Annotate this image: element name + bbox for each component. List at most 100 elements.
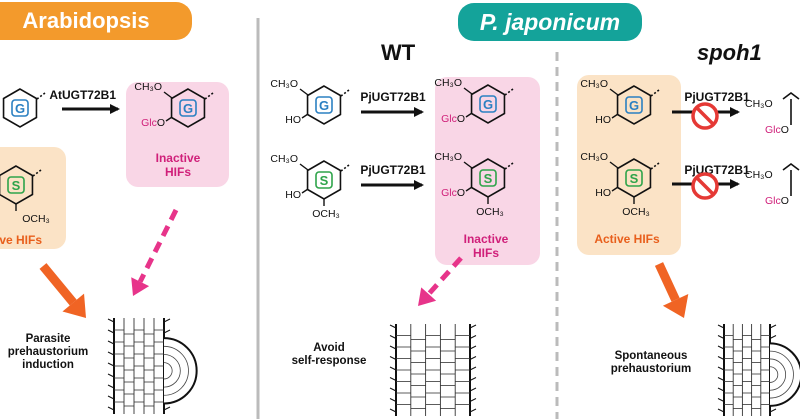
at-active-label: ive HIFs — [0, 233, 42, 247]
spoh1-s-substrate-bond-ho — [611, 186, 619, 192]
spoh1-s-substrate-och3: OCH₃ — [622, 206, 650, 218]
at-s-substrate-side-chain — [32, 169, 42, 177]
wt-root-drawing-hair-right-0 — [469, 324, 477, 329]
at-g-product-ring-letter: G — [183, 101, 193, 116]
spoh1-activation-arrow-head — [662, 293, 689, 318]
spoh1-root-drawing-hair-left-4 — [717, 366, 725, 371]
wt-root-drawing-hair-left-1 — [389, 335, 397, 339]
wt-g-product-ch3o: CH₃O — [434, 77, 462, 89]
at-g-substrate-ring — [2, 88, 38, 128]
wt-root-drawing-hair-left-3 — [389, 356, 397, 360]
spoh1-s-substrate-ho: HO — [595, 187, 611, 199]
wt-s-substrate-side-chain — [340, 164, 350, 172]
wt-inactive-arrow-shaft — [426, 256, 463, 296]
parasite-root-drawing-hair-left-5 — [107, 373, 115, 378]
spoh1-s-substrate-ring-core — [625, 169, 643, 187]
avoid-self-response-label: Avoid self-response — [291, 342, 367, 368]
wt-inactive-arrow-head — [418, 287, 437, 306]
spoh1-active-label: Active HIFs — [594, 232, 660, 246]
parasite-induction-label: Parasite prehaustorium induction — [7, 333, 89, 372]
at-g-product-glco: GlcO — [141, 117, 165, 129]
spoh1-g-product-glco: GlcO — [765, 124, 789, 136]
spoh1-root-drawing — [717, 324, 800, 416]
parasite-root-drawing-hair-left-6 — [107, 384, 115, 389]
spoh1-s-substrate-ring-letter: S — [630, 171, 639, 186]
arabidopsis-inactive-arrow-head — [131, 277, 150, 296]
spoh1-g-substrate-side-chain — [650, 89, 660, 97]
spoh1-heading: spoh1 — [697, 40, 762, 65]
wt-root-drawing-hair-left-7 — [389, 398, 397, 402]
spoh1-g-substrate-bond-ho — [611, 113, 619, 119]
wt-s-substrate-bond-ch3o — [299, 163, 309, 171]
parasite-root-drawing-bulge-cell-3 — [163, 345, 189, 396]
wt-g-product-bond-ch3o — [463, 87, 473, 95]
spoh1-root-drawing-hair-left-3 — [717, 356, 725, 360]
wt-root-drawing-hair-right-6 — [469, 387, 477, 392]
prohibition-sign-1-slash — [695, 106, 715, 126]
spoh1-root-drawing-hair-right-8 — [769, 408, 777, 413]
at-g-product-bond-ch3o — [163, 91, 173, 99]
wt-g-substrate-ch3o: CH₃O — [270, 78, 298, 90]
wt-s-product-glco: GlcO — [441, 187, 465, 199]
at-g-substrate-ring-core — [11, 99, 29, 117]
spoh1-s-product-ch3o: CH₃O — [745, 169, 773, 181]
wt-s-product-ring-letter: S — [484, 171, 493, 186]
at-s-substrate-ring-core — [7, 176, 25, 194]
wt-s-product-ring-core — [479, 169, 497, 187]
parasite-root-drawing-hair-right-8 — [163, 406, 171, 411]
spoh1-root-drawing-bulge-cell-3 — [769, 350, 794, 399]
spoh1-s-substrate-side-chain — [650, 162, 660, 170]
parasite-root-drawing-hair-left-7 — [107, 395, 115, 400]
spontaneous-prehaustorium-label: Spontaneous prehaustorium — [610, 350, 692, 376]
arabidopsis-header-pill: Arabidopsis — [0, 2, 192, 40]
spoh1-g-substrate-ring-letter: G — [629, 98, 639, 113]
spoh1-root-drawing-hair-left-8 — [717, 408, 725, 413]
at-inactive-label-1: Inactive — [156, 151, 201, 165]
wt-root-drawing-hair-left-8 — [389, 408, 397, 413]
parasite-root-drawing-hair-right-1 — [163, 329, 171, 334]
wt-root-drawing-hair-left-2 — [389, 345, 397, 350]
wt-s-substrate-ring-core — [315, 171, 333, 189]
spoh1-root-drawing-hair-right-0 — [769, 324, 777, 329]
spoh1-root-drawing-hair-left-2 — [717, 345, 725, 350]
spoh1-g-substrate-bond-ch3o — [609, 88, 619, 96]
wt-g-substrate-ring-core — [315, 96, 333, 114]
wt-s-product-bond-ch3o — [463, 161, 473, 169]
spoh1-root-drawing-bulge — [769, 342, 800, 407]
at-enzyme-label: AtUGT72B1 — [49, 88, 116, 102]
spoh1-root-drawing-hair-left-0 — [717, 324, 725, 329]
pjaponicum-header-pill: P. japonicum — [458, 3, 642, 41]
at-g-substrate-side-chain — [36, 92, 46, 100]
spoh1-g-product-ch3o: CH₃O — [745, 98, 773, 110]
wt-root-drawing-hair-right-2 — [469, 345, 477, 350]
at-s-substrate-ring-letter: S — [12, 178, 21, 193]
spoh1-s-product-glco: GlcO — [765, 195, 789, 207]
spoh1-s-substrate-ch3o: CH₃O — [580, 151, 608, 163]
at-g-product-ch3o: CH₃O — [134, 81, 162, 93]
at-s-och3: OCH₃ — [22, 213, 50, 225]
prohibition-sign-2-slash — [695, 176, 715, 196]
wt-s-product-ch3o: CH₃O — [434, 151, 462, 163]
at-inactive-label-2: HIFs — [165, 165, 191, 179]
spoh1-g-substrate-ch3o: CH₃O — [580, 78, 608, 90]
wt-g-substrate-side-chain — [340, 89, 350, 97]
wt-root-drawing-hair-right-3 — [469, 356, 477, 360]
wt-s-substrate-ho: HO — [285, 189, 301, 201]
wt-s-substrate-ch3o: CH₃O — [270, 153, 298, 165]
wt-g-product-ring-letter: G — [483, 97, 493, 112]
arabidopsis-activation-arrow-shaft — [39, 263, 77, 306]
wt-s-product-side-chain — [504, 162, 514, 170]
spoh1-s-product-ring-fragment — [782, 163, 800, 171]
parasite-root-drawing-hair-left-0 — [107, 318, 115, 323]
wt-root-drawing-hair-right-4 — [469, 366, 477, 371]
active-hifs-box-arabidopsis — [0, 147, 66, 249]
arabidopsis-header: Arabidopsis — [22, 8, 150, 33]
wt-inactive-label-1: Inactive — [464, 232, 509, 246]
at-g-product-bond-glco — [165, 116, 173, 122]
wt-enzyme-label-2: PjUGT72B1 — [360, 163, 426, 177]
wt-s-product-bond-glco — [465, 186, 473, 192]
arabidopsis-inactive-arrow-shaft — [137, 208, 179, 283]
wt-g-substrate-ring-letter: G — [319, 98, 329, 113]
